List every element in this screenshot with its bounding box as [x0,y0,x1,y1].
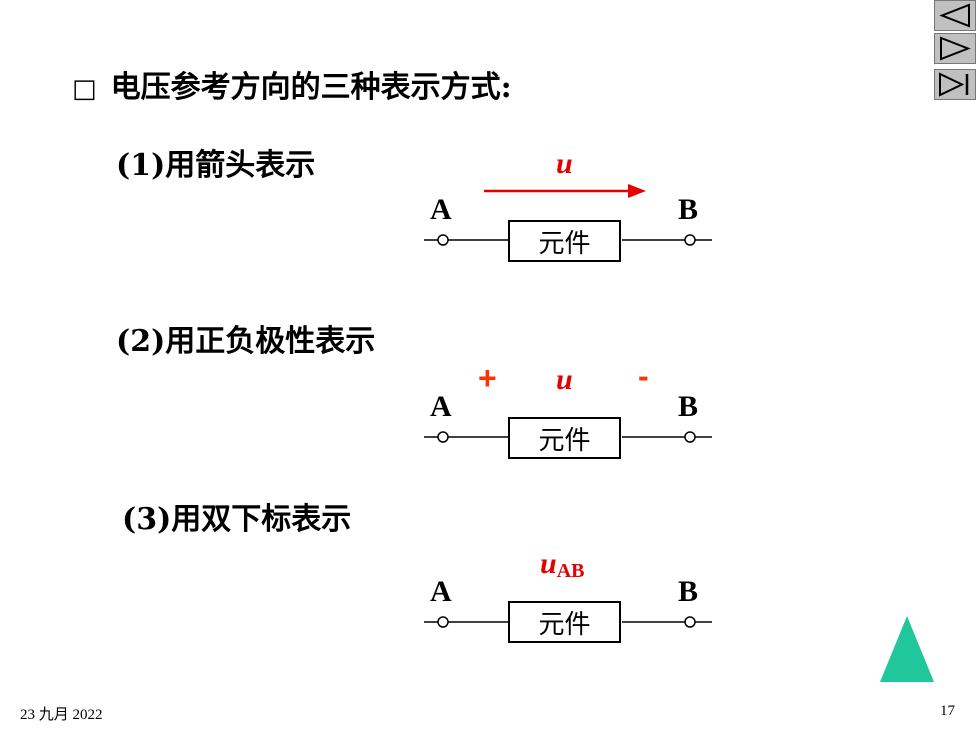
method-1-label: (1)用箭头表示 [116,148,316,183]
voltage-symbol-1: u [556,147,573,180]
element-box-1: 元件 [508,220,621,262]
slide-title: □ 电压参考方向的三种表示方式: [72,68,512,109]
element-label: 元件 [538,228,591,259]
up-triangle-icon [880,616,934,682]
voltage-symbol-2: u [556,363,573,396]
node-a-2: A [430,390,452,423]
minus-sign: - [638,358,649,394]
node-b-2: B [678,390,699,423]
previous-slide-button[interactable] [934,0,976,31]
node-a-3: A [430,575,452,608]
voltage-symbol-3: uAB [540,547,585,583]
node-a-1: A [430,193,452,226]
end-slide-button[interactable] [934,69,976,100]
method-2-label: (2)用正负极性表示 [116,324,376,359]
element-label: 元件 [538,425,591,456]
node-b-3: B [678,575,699,608]
next-icon [940,36,971,61]
triangle-button[interactable] [878,614,936,684]
end-icon [939,72,969,97]
title-text: 电压参考方向的三种表示方式: [110,70,512,105]
element-box-2: 元件 [508,417,621,459]
element-box-3: 元件 [508,601,621,643]
previous-icon [939,3,970,28]
bullet-icon: □ [72,74,97,104]
page-number: 17 [940,703,955,719]
plus-sign: + [478,360,497,396]
method-3-label: (3)用双下标表示 [122,502,352,537]
next-slide-button[interactable] [934,33,976,64]
arrow-icon [484,184,646,198]
footer-date: 23 九月 2022 [20,707,103,723]
voltage-subscript: AB [556,560,585,582]
node-b-1: B [678,193,699,226]
element-label: 元件 [538,609,591,640]
